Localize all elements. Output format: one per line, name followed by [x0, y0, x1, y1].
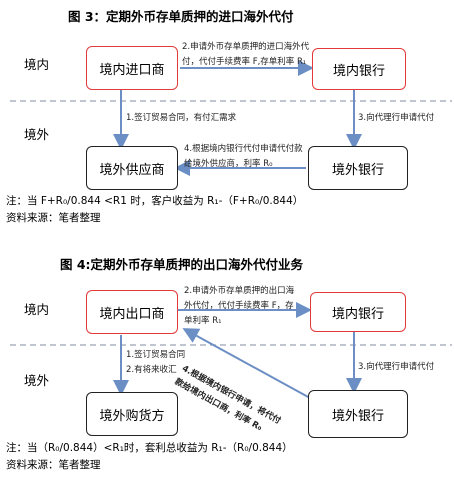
fig4-title: 图 4:定期外币存单质押的出口海外代付业务: [60, 257, 304, 272]
fig4-source: 资料来源：笔者整理: [6, 459, 101, 471]
fig4-arrow-4: [182, 328, 311, 399]
fig4-zone-overseas: 境外: [24, 373, 50, 388]
fig3-note: 注：当 F+R₀/0.844 <R1 时，客户收益为 R₁-（F+R₀/0.84…: [6, 195, 304, 207]
fig4-box-buyer: 境外购货方: [86, 392, 178, 436]
fig3-box-importer: 境内进口商: [86, 46, 178, 90]
fig3-box-importer-label: 境内进口商: [99, 62, 165, 78]
fig3-title: 图 3：定期外币存单质押的进口海外代付: [68, 9, 294, 24]
fig4-arrow-3-label: 3.向代理行申请代付: [358, 362, 435, 372]
fig3-source: 资料来源：笔者整理: [6, 212, 101, 224]
fig3-box-supplier-label: 境外供应商: [99, 162, 165, 178]
fig3-zone-overseas: 境外: [24, 127, 50, 142]
fig4-box-foreign-bank: 境外银行: [308, 390, 408, 438]
fig3-arrow-1-label: 1.签订贸易合同，有付汇需求: [126, 113, 237, 123]
fig3-arrow-4-label: 4.根据境内银行代付申请代付款 给境外供应商，利率 R₀: [184, 144, 303, 169]
fig4-arrow-1-label: 1.签订贸易合同 2.有将来收汇: [126, 350, 186, 375]
fig4-box-exporter-label: 境内出口商: [99, 306, 165, 322]
fig3-box-supplier: 境外供应商: [86, 146, 178, 190]
fig4-note: 注：当（R₀/0.844）<R₁时，套利总收益为 R₁-（R₀/0.844）: [6, 442, 293, 454]
fig3-arrow-2-label: 2.申请外币存单质押的进口海外代 付，代付手续费率 F,存单利率 R₁: [182, 42, 310, 67]
fig4-box-buyer-label: 境外购货方: [99, 408, 165, 424]
fig4-zone-domestic: 境内: [24, 302, 50, 317]
fig3-arrow-3-label: 3.向代理行申请代付: [358, 113, 435, 123]
fig3-zone-domestic: 境内: [24, 57, 50, 72]
fig4-box-domestic-bank-label: 境内银行: [331, 306, 384, 322]
fig3-box-domestic-bank: 境内银行: [312, 48, 406, 90]
fig4-box-exporter: 境内出口商: [86, 290, 178, 334]
fig3-box-domestic-bank-label: 境内银行: [332, 63, 385, 79]
fig4-box-domestic-bank: 境内银行: [310, 292, 406, 332]
fig3-box-foreign-bank-label: 境外银行: [331, 162, 384, 178]
fig3-box-foreign-bank: 境外银行: [308, 146, 408, 190]
fig4-arrow-2-label: 2.申请外币存单质押的出口海 外代付，代付手续费率 F，存 单利率 R₁: [184, 286, 295, 326]
fig4-box-foreign-bank-label: 境外银行: [331, 408, 384, 424]
